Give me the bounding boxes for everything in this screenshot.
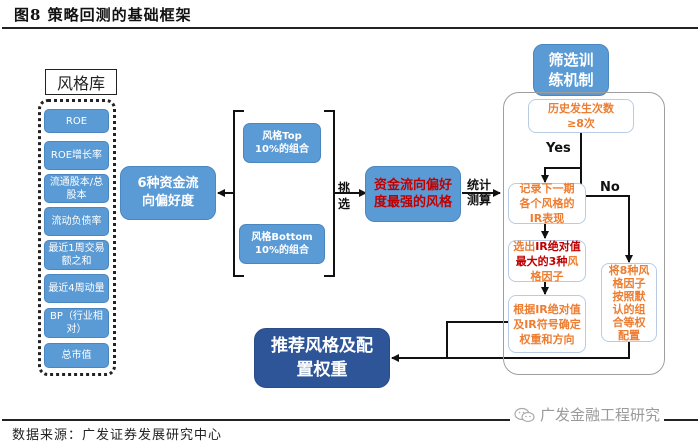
select-top3-part3: 种 (556, 254, 568, 268)
select-top3-box: 选出IR绝对值最大的3种风格因子 (508, 239, 586, 283)
style-item-market-cap: 总市值 (44, 343, 109, 368)
line-yes (541, 133, 582, 183)
condition-box: 历史发生次数≥8次 (528, 99, 634, 133)
select-top3-part2: IR绝对值最大的3 (515, 239, 581, 268)
default-weight-box: 将8种风格因子按照默认的组合等权配置 (601, 263, 657, 342)
select-label: 挑选 (338, 181, 351, 211)
yes-label: Yes (546, 141, 571, 156)
line-default-output (391, 342, 630, 362)
style-item-float-ratio: 流通股本/总股本 (44, 174, 109, 203)
strongest-style-box: 资金流向偏好度最强的风格 (365, 166, 461, 222)
select-top3-part4: 风格因子 (530, 254, 579, 283)
select-top3-part1: 选出 (513, 239, 536, 253)
no-label: No (600, 180, 620, 195)
record-ir-box: 记录下一期各个风格的IR表现 (508, 182, 586, 225)
footer-rule (2, 419, 698, 421)
training-title-box: 筛选训练机制 (533, 44, 609, 96)
line-no (580, 168, 633, 263)
line-weight-output (446, 321, 508, 358)
style-item-current-liability: 流动负债率 (44, 207, 109, 236)
output-box: 推荐风格及配置权重 (254, 328, 390, 388)
title-rule (2, 27, 698, 29)
training-frame (503, 92, 665, 375)
weight-direction-box: 根据IR绝对值及IR符号确定权重和方向 (508, 295, 586, 353)
preference-box: 6种资金流向偏好度 (120, 166, 216, 220)
style-item-momentum: 最近4周动量 (44, 274, 109, 303)
style-library-frame (38, 99, 116, 376)
watermark: 广发金融工程研究 (510, 404, 665, 425)
style-item-roe-growth: ROE增长率 (44, 141, 109, 170)
style-item-week-turnover: 最近1周交易额之和 (44, 240, 109, 270)
figure-source: 数据来源：广发证券发展研究中心 (12, 428, 223, 443)
watermark-text: 广发金融工程研究 (540, 406, 661, 424)
figure-title: 图8 策略回测的基础框架 (14, 6, 192, 24)
style-library-title: 风格库 (45, 69, 117, 95)
style-item-roe: ROE (44, 109, 109, 133)
wechat-icon (514, 407, 536, 423)
bottom-portfolio-box: 风格Bottom 10%的组合 (239, 224, 325, 264)
stat-label: 统计测算 (467, 178, 492, 207)
top-portfolio-box: 风格Top 10%的组合 (243, 123, 321, 163)
style-item-bp: BP（行业相对） (44, 308, 109, 338)
bracket-right (324, 110, 335, 277)
